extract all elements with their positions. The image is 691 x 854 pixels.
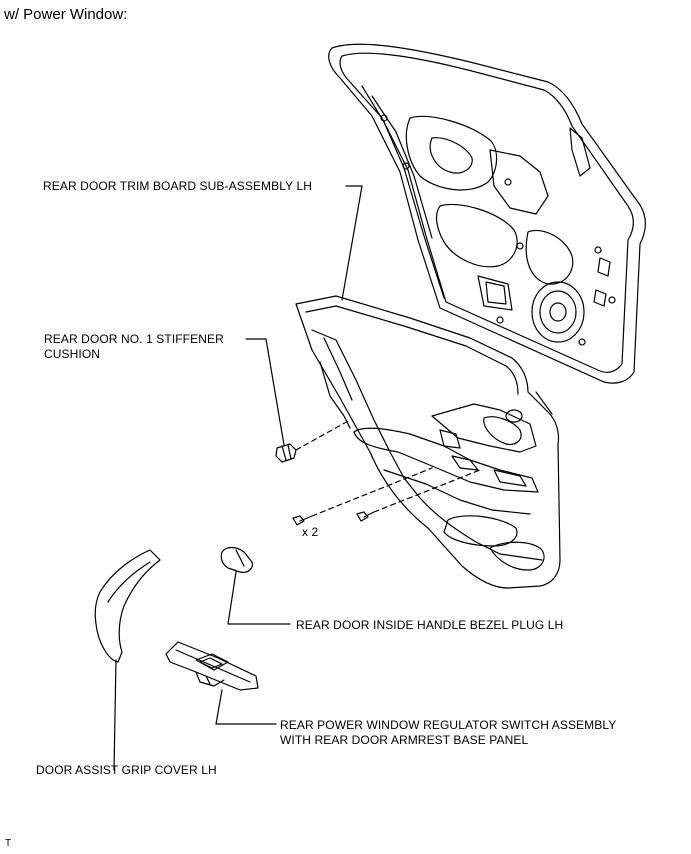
callout-switch-line2: WITH REAR DOOR ARMREST BASE PANEL	[280, 733, 529, 747]
window-switch-drawing	[165, 641, 259, 691]
callout-switch-line1: REAR POWER WINDOW REGULATOR SWITCH ASSEM…	[280, 718, 617, 732]
installation-dashed-lines	[295, 419, 481, 517]
page-title: w/ Power Window:	[4, 6, 128, 23]
bezel-plug-drawing	[220, 546, 253, 573]
leader-lines	[113, 185, 363, 771]
callout-bezel-plug: REAR DOOR INSIDE HANDLE BEZEL PLUG LH	[296, 618, 564, 632]
rear-door-panel-drawing	[328, 43, 646, 384]
figure-code: T	[5, 838, 12, 849]
screw-drawing	[292, 511, 375, 526]
stiffener-cushion-drawing	[275, 443, 297, 463]
callout-grip-cover: DOOR ASSIST GRIP COVER LH	[36, 763, 217, 777]
callout-stiffener-line2: CUSHION	[44, 347, 101, 361]
grip-cover-drawing	[94, 549, 161, 663]
callout-trim-board: REAR DOOR TRIM BOARD SUB-ASSEMBLY LH	[43, 179, 312, 193]
trim-board-drawing	[295, 295, 561, 589]
screw-quantity: x 2	[302, 525, 319, 539]
callout-stiffener-line1: REAR DOOR NO. 1 STIFFENER	[44, 332, 224, 346]
